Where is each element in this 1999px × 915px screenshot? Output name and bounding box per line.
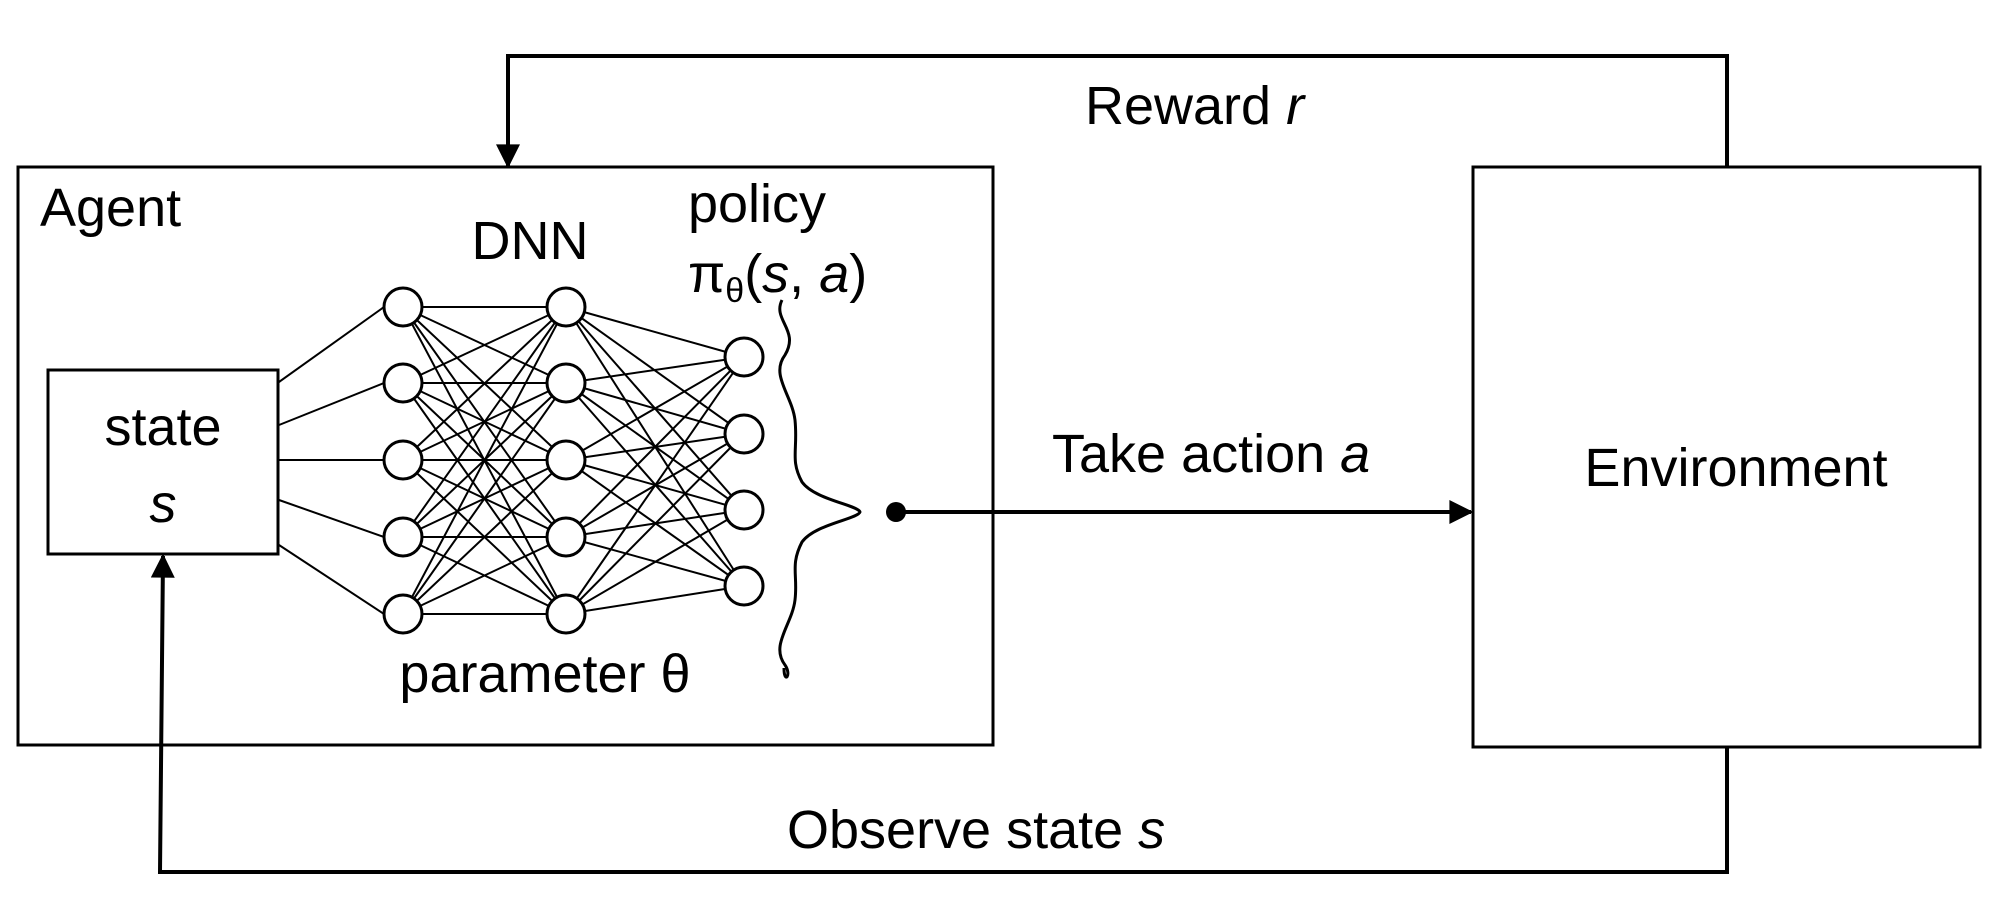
neuron-node (723, 413, 765, 455)
neuron-node (382, 593, 424, 635)
state-label: state (104, 397, 221, 457)
state-variable: s (150, 474, 177, 534)
neuron-node (382, 516, 424, 558)
agent-label: Agent (40, 178, 181, 238)
network-edge (565, 509, 745, 615)
reward-label: Reward r (1085, 76, 1306, 136)
agent-box (16, 165, 995, 747)
network-edge (565, 356, 745, 538)
parameter-label: parameter θ (399, 644, 690, 704)
neuron-node (723, 565, 765, 607)
input-edge (278, 382, 385, 426)
dnn-network (278, 286, 765, 635)
neuron-node (545, 362, 587, 404)
network-edge (402, 306, 567, 461)
policy-distribution-curve (778, 299, 862, 679)
network-edge (402, 459, 567, 615)
network-edge (565, 306, 745, 358)
dnn-label: DNN (472, 211, 589, 271)
neuron-node (382, 439, 424, 481)
neuron-node (723, 489, 765, 531)
network-edge (402, 536, 567, 615)
observe-label: Observe state s (787, 800, 1165, 860)
neuron-node (545, 286, 587, 328)
neuron-node (382, 286, 424, 328)
neuron-node (545, 516, 587, 558)
neuron-node (545, 593, 587, 635)
policy-formula: πθ(s, a) (688, 244, 867, 310)
environment-box (1471, 165, 1982, 749)
action-label: Take action a (1052, 424, 1370, 484)
network-edge (402, 382, 567, 615)
neuron-node (545, 439, 587, 481)
observe-state-arrow (150, 553, 1729, 874)
network-edge (565, 356, 745, 384)
environment-label: Environment (1584, 438, 1887, 498)
input-edge (278, 544, 385, 615)
input-edge (278, 499, 385, 538)
network-edge (565, 433, 745, 615)
policy-label: policy (688, 174, 826, 234)
neuron-node (382, 362, 424, 404)
network-edge (402, 306, 567, 615)
input-edge (278, 306, 385, 383)
reward-arrow (496, 54, 1729, 169)
network-edge (565, 356, 745, 461)
network-edge (565, 356, 745, 615)
network-edge (402, 306, 567, 538)
network-edge (402, 306, 567, 384)
neuron-node (723, 336, 765, 378)
network-edge (565, 585, 745, 615)
